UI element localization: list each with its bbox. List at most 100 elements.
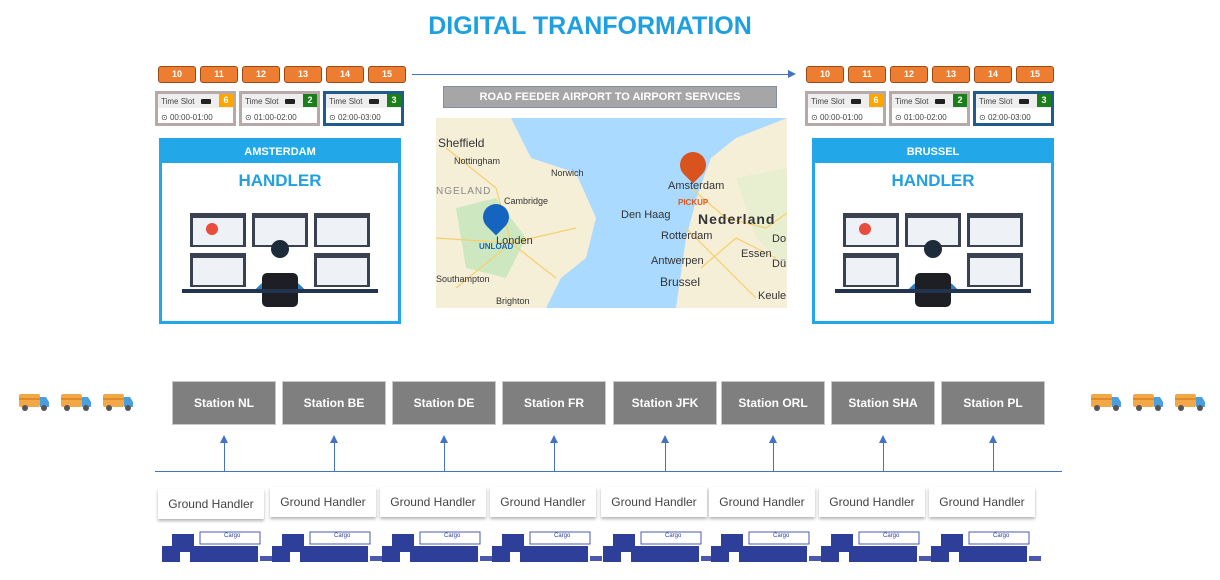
station-button[interactable]: Station SHA [831,381,935,425]
arrow-up-icon [220,435,228,443]
map-graphic [436,118,787,308]
cargo-label: Cargo [665,533,682,539]
connector-line [665,442,666,471]
arrow-up-icon [879,435,887,443]
cargo-terminal-illustration [711,528,821,569]
ground-handler-box[interactable]: Ground Handler [490,487,596,517]
ground-handler-box[interactable]: Ground Handler [709,487,815,517]
time-slot-card[interactable]: Time Slot 3 ⊙ 02:00-03:00 [973,91,1054,126]
hour-button[interactable]: 10 [158,66,196,83]
map-label: Den Haag [621,209,671,221]
panel-city: BRUSSEL [815,141,1051,163]
connector-line [883,442,884,471]
hour-button[interactable]: 12 [242,66,280,83]
trucks-left [18,392,134,417]
slot-time: 02:00-03:00 [337,113,381,122]
truck-icon [102,392,134,417]
station-button[interactable]: Station PL [941,381,1045,425]
connector-line [554,442,555,471]
time-slot-label: Time Slot [245,96,279,106]
arrow-up-icon [989,435,997,443]
panel-role: HANDLER [891,171,975,190]
hour-button[interactable]: 14 [326,66,364,83]
distribution-line [155,471,1062,472]
slot-count-badge: 3 [1037,94,1051,107]
timeline-arrow [412,74,790,75]
hour-button[interactable]: 15 [368,66,406,83]
hour-button[interactable]: 12 [890,66,928,83]
arrow-up-icon [769,435,777,443]
hour-button[interactable]: 10 [806,66,844,83]
clock-icon: ⊙ [895,113,904,122]
slot-time: 01:00-02:00 [903,113,947,122]
handler-monitors-illustration [835,213,1031,307]
map-label: Brighton [496,296,530,306]
hour-button[interactable]: 11 [848,66,886,83]
station-button[interactable]: Station NL [172,381,276,425]
hour-button[interactable]: 13 [932,66,970,83]
map-label: Rotterdam [661,230,713,242]
time-slot-card[interactable]: Time Slot 6 ⊙ 00:00-01:00 [805,91,886,126]
cargo-terminal-illustration [382,528,492,569]
cargo-terminal-illustration [603,528,713,569]
arrow-up-icon [550,435,558,443]
cargo-terminal-illustration [162,528,272,569]
station-button[interactable]: Station ORL [721,381,825,425]
cargo-label: Cargo [554,533,571,539]
station-button[interactable]: Station DE [392,381,496,425]
handler-monitors-illustration [182,213,378,307]
cargo-label: Cargo [444,533,461,539]
station-button[interactable]: Station FR [502,381,606,425]
truck-icon [1018,98,1029,104]
truck-icon [934,98,945,104]
map-label: Essen [741,248,772,260]
truck-icon [1132,392,1164,417]
map-header: ROAD FEEDER AIRPORT TO AIRPORT SERVICES [443,86,777,108]
cargo-label: Cargo [993,533,1010,539]
clock-icon: ⊙ [811,113,820,122]
ground-handler-box[interactable]: Ground Handler [929,487,1035,517]
cargo-terminal-illustration [821,528,931,569]
connector-line [444,442,445,471]
time-slot-card[interactable]: Time Slot 2 ⊙ 01:00-02:00 [239,91,320,126]
map-label: Keule [758,290,787,302]
truck-icon [200,98,211,104]
slot-count-badge: 2 [953,94,967,107]
connector-line [773,442,774,471]
ground-handler-box[interactable]: Ground Handler [819,487,925,517]
time-slot-card[interactable]: Time Slot 3 ⊙ 02:00-03:00 [323,91,404,126]
slot-time: 02:00-03:00 [987,113,1031,122]
ground-handler-box[interactable]: Ground Handler [270,487,376,517]
station-button[interactable]: Station BE [282,381,386,425]
ground-handler-box[interactable]: Ground Handler [380,487,486,517]
route-map[interactable]: Sheffield Nottingham Norwich NGELAND Cam… [436,118,787,308]
time-slot-card[interactable]: Time Slot 6 ⊙ 00:00-01:00 [155,91,236,126]
ground-handler-box[interactable]: Ground Handler [158,489,264,519]
clock-icon: ⊙ [979,113,988,122]
slot-time: 01:00-02:00 [253,113,297,122]
ground-handler-box[interactable]: Ground Handler [601,487,707,517]
truck-icon [1174,392,1206,417]
hour-button[interactable]: 15 [1016,66,1054,83]
map-label: Southampton [436,274,490,284]
cargo-label: Cargo [773,533,790,539]
hour-button[interactable]: 11 [200,66,238,83]
truck-icon [1090,392,1122,417]
connector-line [993,442,994,471]
map-label: Cambridge [504,196,549,206]
hour-button[interactable]: 14 [974,66,1012,83]
time-slot-card[interactable]: Time Slot 2 ⊙ 01:00-02:00 [889,91,970,126]
slot-count-badge: 2 [303,94,317,107]
page-title: DIGITAL TRANFORMATION [428,12,752,40]
cargo-terminal-illustration [272,528,382,569]
arrow-head-icon [788,70,796,78]
cargo-label: Cargo [334,533,351,539]
station-button[interactable]: Station JFK [613,381,717,425]
map-label: Dü [772,258,787,270]
time-slot-label: Time Slot [329,96,363,106]
hour-button[interactable]: 13 [284,66,322,83]
panel-city: AMSTERDAM [162,141,398,163]
arrow-up-icon [330,435,338,443]
